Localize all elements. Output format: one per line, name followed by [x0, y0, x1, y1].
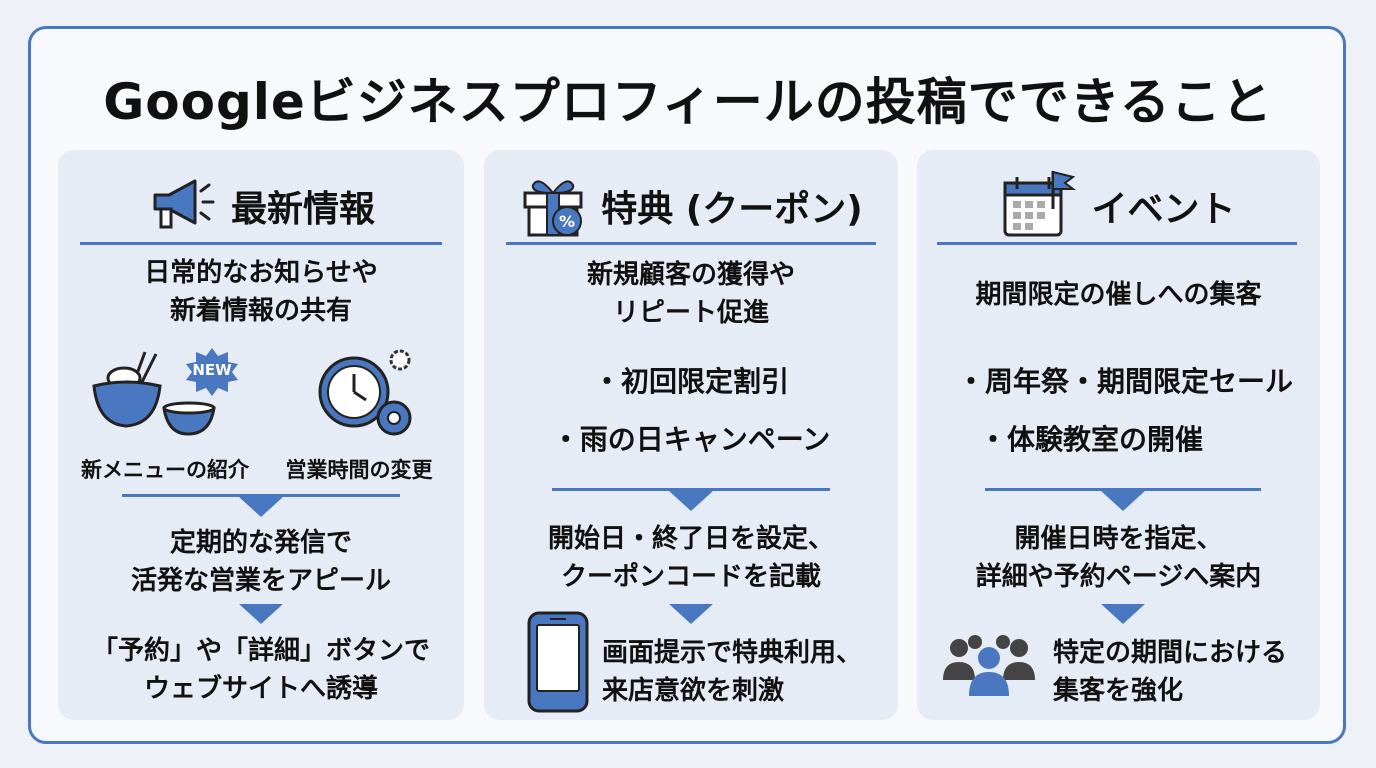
calendar-flag-icon	[1001, 169, 1077, 243]
panel-event: イベント 期間限定の催しへの集客 ・周年祭・期間限定セール ・体験教室の開催 開…	[917, 150, 1320, 720]
example-caption: 営業時間の変更	[285, 458, 433, 482]
divider	[937, 242, 1297, 245]
panel-coupon: % 特典 (クーポン) 新規顧客の獲得や リピート促進 ・初回限定割引 ・雨の日…	[484, 150, 898, 720]
summary-line: 日常的なお知らせや	[144, 258, 378, 288]
step-line: 特定の期間における	[1053, 638, 1288, 668]
bullet-item: ・雨の日キャンペーン	[551, 423, 831, 456]
panel-summary: 期間限定の催しへの集客	[975, 280, 1262, 310]
arrow-down	[239, 604, 283, 624]
panel-heading: イベント	[1091, 189, 1236, 230]
summary-line: 新着情報の共有	[169, 296, 352, 326]
panel-heading: 最新情報	[230, 189, 375, 230]
people-group-icon	[939, 632, 1039, 702]
example-caption: 新メニューの紹介	[81, 458, 249, 482]
panel-latest-info: 最新情報 日常的なお知らせや 新着情報の共有 NEW	[58, 150, 464, 720]
step-line: クーポンコードを記載	[560, 562, 821, 592]
bullet-item: ・体験教室の開催	[979, 423, 1204, 456]
ramen-bowl-icon	[90, 348, 220, 442]
step-line: 定期的な発信で	[169, 528, 352, 558]
panel-header: 最新情報	[58, 170, 464, 242]
step-2: 定期的な発信で 活発な営業をアピール	[58, 524, 464, 600]
step-line: 詳細や予約ページへ案内	[975, 562, 1262, 592]
gift-percent-icon: %	[519, 171, 587, 241]
divider	[506, 242, 876, 245]
arrow-down	[669, 491, 713, 511]
divider	[985, 488, 1261, 491]
panel-summary: 日常的なお知らせや 新着情報の共有	[58, 254, 464, 330]
page-title: Googleビジネスプロフィールの投稿でできること	[103, 73, 1273, 131]
step-3: 特定の期間における 集客を強化	[1053, 634, 1313, 710]
step-2: 開始日・終了日を設定、 クーポンコードを記載	[484, 520, 898, 596]
arrow-down	[1101, 491, 1145, 511]
divider	[80, 242, 442, 245]
step-line: 開催日時を指定、	[1014, 524, 1223, 554]
panel-heading: 特典 (クーポン)	[601, 189, 863, 230]
panel-header: イベント	[917, 170, 1320, 242]
megaphone-icon	[147, 173, 217, 239]
bullet-item: ・初回限定割引	[592, 365, 789, 398]
arrow-down	[669, 604, 713, 624]
summary-line: リピート促進	[612, 298, 769, 328]
summary-line: 新規顧客の獲得や	[586, 260, 795, 290]
new-badge	[182, 346, 242, 400]
step-line: ウェブサイトへ誘導	[143, 674, 378, 704]
svg-text:%: %	[559, 212, 575, 231]
panel-header: % 特典 (クーポン)	[484, 170, 898, 242]
step-line: 「予約」や「詳細」ボタンで	[91, 636, 430, 666]
panel-summary: 新規顧客の獲得や リピート促進	[484, 256, 898, 332]
divider	[552, 488, 830, 491]
divider	[122, 494, 400, 497]
step-3: 「予約」や「詳細」ボタンで ウェブサイトへ誘導	[58, 632, 464, 708]
step-line: 集客を強化	[1053, 676, 1184, 706]
step-2: 開催日時を指定、 詳細や予約ページへ案内	[917, 520, 1320, 596]
clock-gear-icon	[312, 346, 422, 450]
step-line: 画面提示で特典利用、	[602, 638, 863, 668]
arrow-down	[239, 497, 283, 517]
arrow-down	[1101, 604, 1145, 624]
step-line: 活発な営業をアピール	[130, 566, 391, 596]
smartphone-icon	[526, 610, 590, 718]
new-badge-label: NEW	[192, 361, 232, 379]
step-line: 来店意欲を刺激	[602, 676, 785, 706]
bullet-item: ・周年祭・期間限定セール	[957, 365, 1294, 398]
step-3: 画面提示で特典利用、 来店意欲を刺激	[602, 634, 892, 710]
step-line: 開始日・終了日を設定、	[547, 524, 834, 554]
